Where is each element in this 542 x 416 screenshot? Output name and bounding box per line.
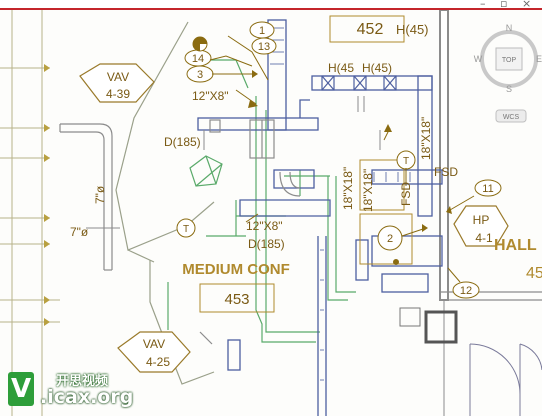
- watermark-logo: V 开思视频 .icax.org: [4, 368, 133, 412]
- diffuser-label-d185-center: D(185): [248, 237, 285, 251]
- misc-ticks: [203, 96, 381, 150]
- compass-west[interactable]: W: [474, 54, 483, 64]
- column-grid: [0, 10, 60, 416]
- vav-1-id: 4-39: [106, 87, 130, 101]
- duct-size-12x8-center: 12"X8": [246, 219, 283, 233]
- restore-icon[interactable]: ▫: [500, 0, 508, 10]
- vav-1-type: VAV: [107, 70, 129, 84]
- diffuser-label-h45-top: H(45): [396, 22, 429, 37]
- minimize-icon[interactable]: –: [480, 0, 486, 10]
- duct-elbows: [199, 119, 301, 345]
- logo-site-url: .icax.org: [40, 386, 134, 408]
- duct-size-18x18-center-b: 18"X18": [341, 167, 355, 210]
- thermostat-label-b: T: [403, 156, 409, 167]
- duct-size-18x18-center-a: 18"X18": [361, 169, 375, 212]
- fire-smoke-damper-label: FSD: [434, 165, 458, 179]
- window-title-strip: – ▫ ×: [0, 0, 542, 10]
- room-name-hall: HALL: [494, 237, 537, 254]
- room-number-452: 452: [357, 21, 384, 38]
- logo-site-cn: 开思视频: [56, 374, 109, 389]
- room-number-453: 453: [224, 291, 249, 308]
- diffuser-label-h45-left: H(45: [328, 61, 354, 75]
- compass-east[interactable]: E: [536, 54, 542, 64]
- room-name-medium-conf: MEDIUM CONF: [182, 261, 290, 278]
- compass-south[interactable]: S: [506, 84, 512, 94]
- callout-14: 14: [192, 53, 204, 65]
- wall-right: [399, 9, 542, 416]
- callout-3: 3: [197, 69, 203, 81]
- viewcube-widget[interactable]: TOP N S W E WCS: [472, 18, 542, 138]
- diffuser-label-d185-left: D(185): [164, 135, 201, 149]
- diffuser-boxes: [321, 75, 397, 91]
- thermostat-fill: [193, 37, 207, 44]
- wcs-menu[interactable]: WCS: [503, 114, 520, 121]
- hp-id: 4-1: [475, 231, 493, 245]
- callout-11: 11: [482, 183, 493, 195]
- fire-smoke-damper-label-vertical: FSD: [399, 182, 413, 206]
- duct-size-12x8-upper: 12"X8": [192, 89, 229, 103]
- diffuser-label-h45-right: H(45): [362, 61, 392, 75]
- grid-arrows: [44, 64, 50, 326]
- vav-2-id: 4-25: [146, 355, 170, 369]
- callout-12: 12: [460, 285, 472, 297]
- duct-diameter-7: 7"ø: [93, 185, 107, 204]
- thermostat-label-a: T: [183, 224, 189, 235]
- thermostat-fill-b: [193, 44, 200, 51]
- leader-lines: [209, 35, 475, 283]
- duct-size-18x18-right: 18"X18": [419, 117, 433, 160]
- room-number-hall: 45: [526, 265, 542, 282]
- viewcube-face-top[interactable]: TOP: [502, 57, 517, 64]
- logo-v-mark: V: [8, 372, 34, 406]
- diffuser-symbol: [189, 155, 223, 187]
- vav-2-type: VAV: [143, 337, 165, 351]
- compass-north[interactable]: N: [506, 23, 513, 33]
- viewcube-compass: TOP N S W E WCS: [474, 23, 542, 123]
- duct-crosshatch: [270, 27, 411, 381]
- left-duct-elbow: [59, 123, 113, 271]
- blue-ductwork: [197, 19, 443, 416]
- close-icon[interactable]: ×: [522, 0, 532, 10]
- callout-2: 2: [387, 233, 393, 245]
- callout-bubbles: [184, 21, 502, 299]
- callout-1: 1: [259, 25, 265, 37]
- duct-diameter-7-left: 7"ø: [70, 225, 89, 239]
- leader-arrowheads: [248, 70, 452, 265]
- door-swing: [469, 343, 542, 416]
- equipment-hexagons: [79, 63, 509, 373]
- room-tag-frames: [199, 15, 413, 313]
- hp-type: HP: [473, 213, 490, 227]
- callout-13: 13: [258, 41, 270, 53]
